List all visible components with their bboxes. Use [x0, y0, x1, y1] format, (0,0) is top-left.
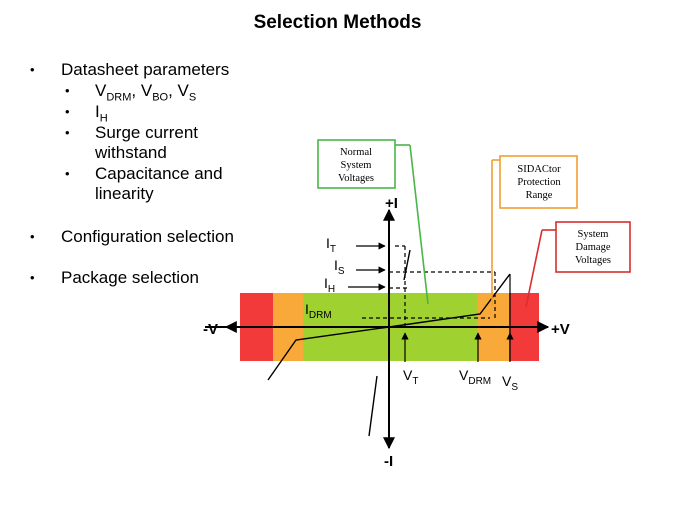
damage-callout-leader-b — [525, 229, 543, 308]
normal-voltages-callout — [317, 139, 396, 189]
bullet-text: Datasheet parameters — [61, 60, 230, 79]
damage-callout-line-3: Voltages — [575, 255, 611, 266]
protection-callout-line-1: SIDACtor — [517, 164, 561, 175]
damage-callout-line-2: Damage — [576, 242, 611, 253]
damage-callout-line-1: System — [578, 229, 609, 240]
bullet-dot: • — [65, 125, 70, 140]
idrm-label: IDRM — [305, 301, 332, 321]
is-label: IS — [334, 257, 345, 277]
iv-curve-lower-branch — [368, 375, 378, 437]
bullet-dot: • — [30, 270, 35, 285]
protection-callout-line-3: Range — [526, 190, 553, 201]
it-label: IT — [326, 235, 336, 255]
sub-bullet-text: VDRM, VBO, VS — [95, 81, 197, 104]
minus-v-label: -V — [203, 321, 218, 338]
iv-curve-main — [267, 273, 511, 381]
normal-callout-line-2: System — [341, 160, 372, 171]
bullet-dot: • — [30, 62, 35, 77]
vt-label: VT — [403, 367, 418, 387]
bullet-text: Configuration selection — [61, 227, 234, 246]
damage-voltages-callout — [555, 221, 631, 273]
normal-callout-line-3: Voltages — [338, 173, 374, 184]
ih-label: IH — [324, 275, 335, 295]
protection-callout-line-2: Protection — [517, 177, 561, 188]
bullet-text: Package selection — [61, 268, 199, 287]
bullet-dot: • — [30, 229, 35, 244]
sub-bullet-text: IH — [95, 102, 108, 125]
normal-callout-leader-b — [409, 144, 429, 305]
slide-title: Selection Methods — [253, 12, 422, 33]
bullet-dot: • — [65, 166, 70, 181]
normal-callout-line-1: Normal — [340, 147, 372, 158]
bullet-dot: • — [65, 104, 70, 119]
vdrm-label: VDRM — [459, 367, 491, 387]
plus-i-label: +I — [385, 195, 398, 212]
plus-v-label: +V — [551, 321, 570, 338]
vs-label: VS — [502, 373, 518, 393]
protection-range-callout — [499, 155, 578, 209]
bullet-dot: • — [65, 83, 70, 98]
minus-i-label: -I — [384, 453, 393, 470]
